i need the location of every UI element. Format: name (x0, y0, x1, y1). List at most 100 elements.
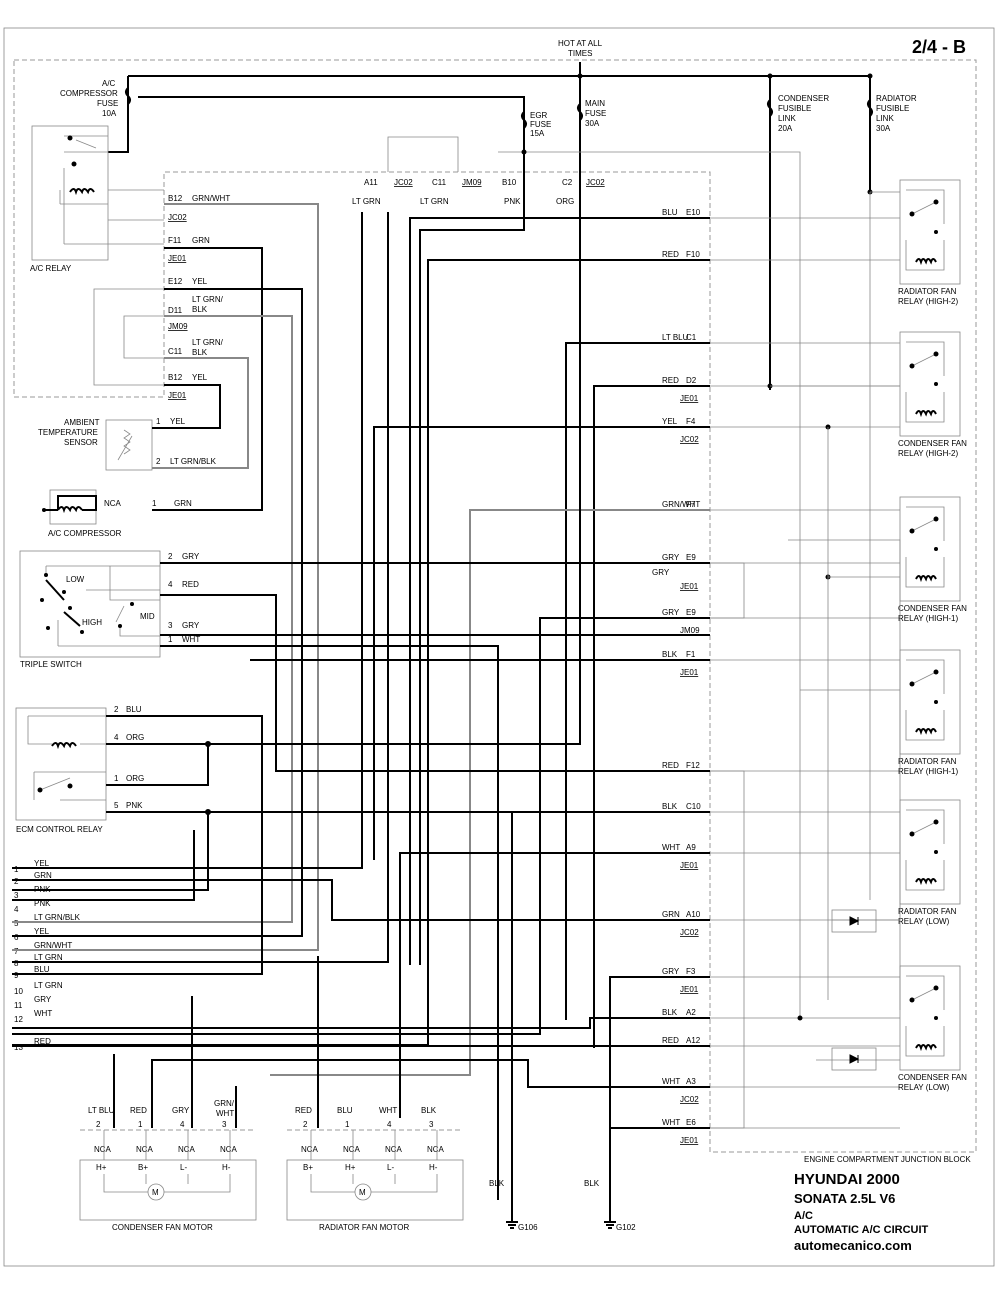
ecm-connector-wire: GRN (34, 871, 52, 880)
left-pin: E12 (168, 277, 183, 286)
relay-coil (915, 575, 937, 583)
wire-org-ecm2 (106, 744, 209, 786)
motor-terminal: H- (429, 1163, 438, 1172)
relay-contact (933, 516, 939, 522)
motor-terminal: H+ (345, 1163, 356, 1172)
ground-name: G106 (518, 1223, 538, 1232)
left-pin: D11 (168, 306, 183, 315)
relay-contact (933, 669, 939, 675)
motor-wire: WHT (379, 1106, 397, 1115)
relay-contact (67, 783, 73, 789)
motor-icon: M (359, 1188, 366, 1197)
relay-feed-wires (770, 191, 901, 1061)
diode-box (831, 909, 877, 933)
ground-symbol (604, 1200, 616, 1229)
ecm-wire: PNK (126, 801, 143, 810)
wire-yel (12, 288, 303, 937)
ecm-connector-number: 10 (14, 987, 23, 996)
right-pin: A3 (686, 1077, 696, 1086)
diode-box (831, 1047, 877, 1071)
ecm-connector-number: 12 (14, 1015, 23, 1024)
right-pin-wire: RED (662, 376, 679, 385)
right-pin-wire: RED (662, 1036, 679, 1045)
right-pin: E9 (686, 608, 696, 617)
footer-brand: HYUNDAI 2000 (794, 1171, 900, 1188)
right-pin: E9 (686, 553, 696, 562)
right-pin-conn: JC02 (680, 1095, 699, 1104)
right-pin-conn: JC02 (680, 928, 699, 937)
right-pin: F3 (686, 967, 696, 976)
wire-red-d2 (593, 385, 710, 1048)
relay-label: RADIATOR FAN (898, 287, 957, 296)
wire-gry-e9 (160, 562, 710, 636)
ambient-sensor-label: SENSOR (64, 438, 98, 447)
junction-trace (710, 562, 745, 1129)
fuse-symbol (867, 99, 873, 117)
left-pin-wire: YEL (192, 373, 208, 382)
relay-coil (69, 188, 95, 196)
sensor-wire: LT GRN/BLK (170, 457, 217, 466)
relay-contact (71, 161, 77, 167)
left-jumpers (93, 288, 164, 386)
top-pin-wire: PNK (504, 197, 521, 206)
relay-contact (934, 850, 938, 854)
left-pin-wire: GRN (192, 236, 210, 245)
splice-dot (577, 73, 583, 79)
motor-wire: GRN/ (214, 1099, 235, 1108)
left-pin-conn: JE01 (168, 254, 187, 263)
ground-symbol (506, 1200, 518, 1229)
relay-coil (915, 728, 937, 736)
ecm-wire: BLU (126, 705, 142, 714)
ground-g102: BLK G102 (584, 1179, 636, 1232)
motor-nca: NCA (220, 1145, 238, 1154)
triple-pin: 4 (168, 580, 173, 589)
relay-contact (934, 700, 938, 704)
relay-label: RADIATOR FAN (898, 757, 957, 766)
sensor-pin: 1 (156, 417, 161, 426)
left-pin-wire: LT GRN/ (192, 295, 224, 304)
splice-dot (767, 73, 773, 79)
motor-nca: NCA (94, 1145, 112, 1154)
top-jumper (387, 136, 459, 172)
relay-internal (905, 189, 945, 271)
right-pin: F7 (686, 500, 696, 509)
fusible-link-condenser: CONDENSER FUSIBLE LINK 20A (778, 94, 829, 133)
motor-wire: RED (130, 1106, 147, 1115)
wire-wht-e6 (609, 1127, 710, 1220)
left-pin-conn: JM09 (168, 322, 188, 331)
right-pin-conn: JE01 (680, 668, 699, 677)
triple-wire: WHT (182, 635, 200, 644)
relay-contact (933, 351, 939, 357)
wire-blk-f1 (160, 645, 710, 1200)
left-pin: B12 (168, 194, 183, 203)
motor-box (79, 1159, 257, 1221)
right-pin-wire: WHT (662, 1118, 680, 1127)
switch-contact (80, 630, 84, 634)
wire-wht-a3 (151, 1059, 710, 1128)
ecm-connector-wire: YEL (34, 859, 50, 868)
ac-relay-box (31, 125, 109, 261)
relay-coil (915, 878, 937, 886)
ground-g106: BLK G106 (489, 1179, 538, 1232)
wire-pnk-b10 (419, 172, 525, 965)
switch-contact (118, 624, 122, 628)
motor-pin: 2 (303, 1120, 308, 1129)
relay-contact (934, 230, 938, 234)
fuse-main-line: MAIN (585, 99, 605, 108)
fuse-ac-compressor-line: COMPRESSOR (60, 89, 118, 98)
switch-contact (62, 590, 66, 594)
left-pin: B12 (168, 373, 183, 382)
power-bus (127, 62, 871, 390)
motor-wire: BLK (421, 1106, 437, 1115)
ecm-wire: ORG (126, 733, 144, 742)
fuse-egr: EGR FUSE 15A (530, 111, 551, 138)
relay-label: RADIATOR FAN (898, 907, 957, 916)
wire-blu-e10 (409, 217, 710, 965)
relay-contact (909, 681, 915, 687)
left-pin: F11 (168, 236, 182, 245)
ambient-sensor-label: AMBIENT (64, 418, 100, 427)
wire-org-ecm (106, 172, 581, 745)
